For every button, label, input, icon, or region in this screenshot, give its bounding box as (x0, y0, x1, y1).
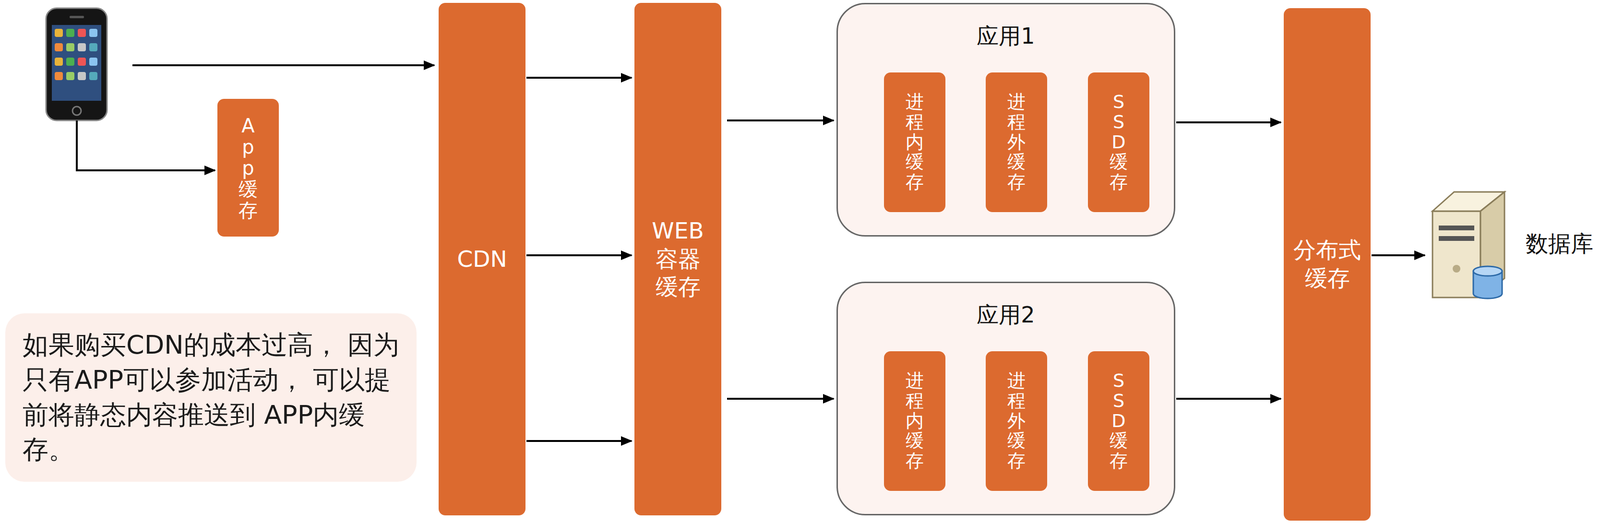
flow-arrow (727, 119, 834, 122)
app-server-group: 应用1 进程内缓存 进程外缓存 SSD 缓存 (836, 2, 1176, 237)
phone-app-icon (54, 43, 63, 52)
phone-app-icon (54, 28, 63, 37)
cache-box: 进程外缓存 (985, 351, 1048, 491)
phone-to-app-cache-arrow (76, 120, 215, 171)
cache-box: 进程内缓存 (883, 351, 946, 491)
cache-box: SSD 缓存 (1087, 351, 1150, 491)
cache-box: SSD 缓存 (1087, 72, 1150, 213)
node-label: 进程内缓存 (905, 92, 924, 193)
node-label: SSD 缓存 (1109, 370, 1128, 472)
flow-arrow (1176, 121, 1281, 124)
phone-app-icon (66, 43, 75, 52)
phone-app-icons (54, 28, 98, 81)
cdn-bar: CDN (438, 2, 526, 516)
flow-arrow (1176, 397, 1281, 400)
phone-app-icon (89, 57, 98, 66)
db-cylinder-top (1473, 266, 1503, 276)
server-slot (1438, 225, 1475, 231)
flow-arrow (526, 76, 632, 79)
flow-arrow (526, 254, 632, 257)
phone-app-icon (89, 71, 98, 81)
phone-app-icon (77, 28, 86, 37)
node-label: App 缓存 (238, 115, 258, 221)
phone-app-icon (77, 71, 86, 81)
node-label: 如果购买CDN的成本过高， 因为只有APP可以参加活动， 可以提前将静态内容推送… (22, 327, 400, 468)
phone-app-icon (66, 28, 75, 37)
phone-body (46, 8, 108, 121)
database-node: 数据库 (1427, 188, 1594, 299)
phone-home-button (72, 106, 82, 116)
phone-app-icon (89, 28, 98, 37)
web-cache-bar: WEB 容器 缓存 (634, 2, 722, 516)
node-label: 进程内缓存 (905, 370, 924, 472)
app-cache-box: App 缓存 (217, 98, 279, 237)
cache-box: 进程内缓存 (883, 72, 946, 213)
phone-screen (51, 24, 102, 101)
phone-app-icon (77, 43, 86, 52)
node-label: 进程外缓存 (1007, 370, 1026, 472)
server-slot (1438, 236, 1475, 241)
server-button (1452, 264, 1461, 273)
phone-app-icon (54, 57, 63, 66)
phone-app-icon (77, 57, 86, 66)
node-label: CDN (456, 245, 507, 274)
node-label: WEB 容器 缓存 (642, 216, 715, 302)
node-label: SSD 缓存 (1109, 92, 1128, 193)
node-label: 应用1 (837, 21, 1174, 52)
distributed-cache-bar: 分布式 缓存 (1283, 8, 1371, 521)
app-server-group: 应用2 进程内缓存 进程外缓存 SSD 缓存 (836, 281, 1176, 516)
node-label: 分布式 缓存 (1291, 236, 1364, 293)
node-label: 数据库 (1525, 228, 1594, 260)
cache-box: 进程外缓存 (985, 72, 1048, 213)
node-label: 应用2 (837, 300, 1174, 331)
note-box: 如果购买CDN的成本过高， 因为只有APP可以参加活动， 可以提前将静态内容推送… (5, 313, 417, 482)
phone-icon (46, 8, 108, 121)
phone-app-icon (89, 43, 98, 52)
phone-to-cdn-arrow (132, 64, 435, 67)
flow-arrow (727, 397, 834, 400)
phone-app-icon (66, 71, 75, 81)
database-icon (1432, 191, 1505, 299)
node-label: 进程外缓存 (1007, 92, 1026, 193)
phone-app-icon (66, 57, 75, 66)
phone-speaker (69, 15, 84, 19)
flow-arrow (526, 440, 632, 442)
phone-app-icon (54, 71, 63, 81)
flow-arrow (1371, 254, 1425, 257)
